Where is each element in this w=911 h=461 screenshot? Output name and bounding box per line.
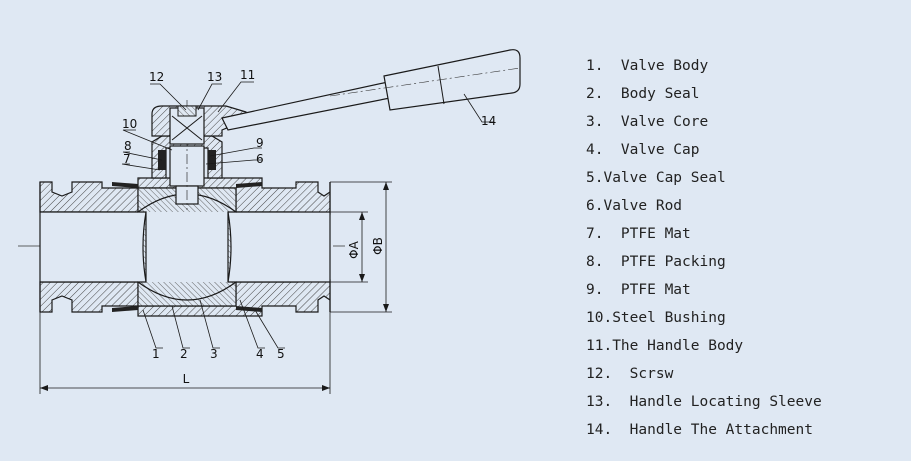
legend-item: 4. Valve Cap: [586, 142, 700, 158]
callout-7: 7: [123, 152, 131, 166]
legend-item: 7. PTFE Mat: [586, 226, 691, 242]
legend-item: 8. PTFE Packing: [586, 254, 726, 270]
callout-2: 2: [180, 347, 188, 361]
callout-8: 8: [124, 139, 132, 153]
callout-9: 9: [256, 136, 264, 150]
callout-3: 3: [210, 347, 218, 361]
legend-item: 11.The Handle Body: [586, 338, 744, 354]
callout-10: 10: [122, 117, 137, 131]
body-seal-lower: [112, 306, 138, 312]
legend-item: 1. Valve Body: [586, 58, 709, 74]
dim-label-phi-b: ΦB: [371, 237, 385, 255]
legend-item: 5.Valve Cap Seal: [586, 170, 726, 186]
dim-label-phi-a: ΦA: [347, 240, 361, 258]
callout-1: 1: [152, 347, 160, 361]
parts-legend: 1. Valve Body 2. Body Seal 3. Valve Core…: [586, 54, 822, 446]
callout-13: 13: [207, 70, 222, 84]
valve-cross-section-drawing: ΦA ΦB L 1 2 3 4 5 6 7 8 9 10 11 12 13 14: [18, 49, 521, 394]
callout-14: 14: [481, 114, 496, 128]
legend-item: 6.Valve Rod: [586, 198, 683, 214]
ptfe-mat: [208, 150, 216, 170]
handle-grip: [383, 49, 521, 111]
callout-4: 4: [256, 347, 264, 361]
legend-item: 2. Body Seal: [586, 86, 700, 102]
screw: [177, 105, 197, 117]
callout-5: 5: [277, 347, 285, 361]
callout-11: 11: [240, 68, 255, 82]
legend-item: 14. Handle The Attachment: [586, 422, 813, 438]
legend-item: 9. PTFE Mat: [586, 282, 691, 298]
body-seal-upper: [112, 182, 138, 188]
cap-seal-upper: [236, 182, 262, 188]
handle-locating-sleeve: [169, 107, 205, 145]
callout-12: 12: [149, 70, 164, 84]
legend-item: 10.Steel Bushing: [586, 310, 726, 326]
legend-item: 3. Valve Core: [586, 114, 709, 130]
callout-6: 6: [256, 152, 264, 166]
legend-item: 12. Scrsw: [586, 366, 674, 382]
legend-item: 13. Handle Locating Sleeve: [586, 394, 822, 410]
dim-label-length: L: [183, 372, 190, 386]
handle-arm: [221, 81, 391, 131]
